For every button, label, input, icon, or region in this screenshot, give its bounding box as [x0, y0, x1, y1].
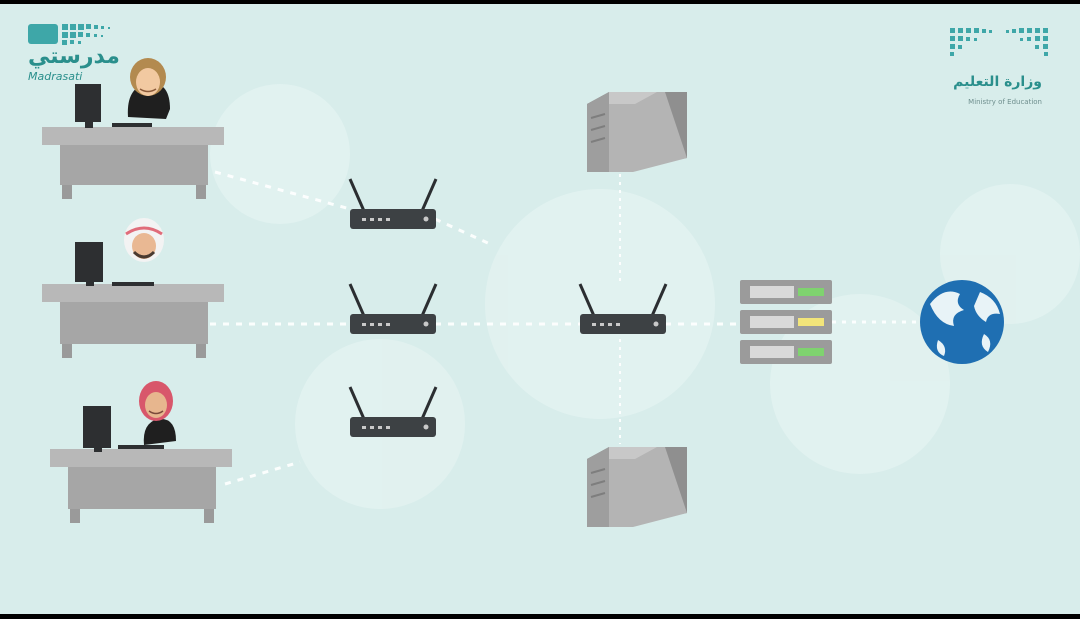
- keyboard: [112, 282, 154, 286]
- router-1: [348, 178, 438, 229]
- network-links: [210, 170, 920, 486]
- user-woman-hijab: [139, 381, 176, 445]
- router-3: [348, 386, 438, 437]
- monitor: [75, 84, 101, 122]
- server-top: [587, 92, 687, 172]
- desk-top: [42, 127, 224, 145]
- router-2: [348, 283, 438, 334]
- workstation-3: [50, 381, 232, 523]
- workstation-1: [42, 58, 224, 199]
- keyboard: [118, 445, 164, 449]
- desk-top: [42, 284, 224, 302]
- desk-body: [60, 302, 208, 344]
- background-gears: [210, 84, 1080, 509]
- ministry-english-label: Ministry of Education: [968, 98, 1042, 106]
- ministry-arabic-label: وزارة التعليم: [953, 74, 1042, 90]
- desk-body: [60, 145, 208, 185]
- monitor: [83, 406, 111, 448]
- madrasati-logo: مدرستي Madrasati: [24, 22, 144, 84]
- link-desk3-router3: [224, 460, 301, 486]
- madrasati-arabic-label: مدرستي: [28, 44, 120, 69]
- madrasati-latin-label: Madrasati: [28, 70, 83, 83]
- user-man-ghutra: [124, 218, 164, 262]
- desk-body: [68, 467, 216, 509]
- user-woman-blond: [127, 58, 170, 119]
- link-desk1-router1: [214, 170, 351, 211]
- rack-server: [740, 280, 832, 364]
- ministry-logo-mark: [950, 28, 1048, 56]
- network-diagram: [42, 58, 1080, 527]
- ministry-of-education-logo: وزارة التعليم Ministry of Education: [940, 26, 1060, 116]
- rack-unit-3: [740, 340, 832, 364]
- rack-unit-1: [740, 280, 832, 304]
- router-4: [578, 283, 668, 334]
- desk-top: [50, 449, 232, 467]
- keyboard: [112, 123, 152, 127]
- workstation-2: [42, 218, 224, 358]
- madrasati-logo-mark: [28, 24, 110, 45]
- globe-icon: [920, 280, 1004, 364]
- monitor: [75, 242, 103, 282]
- video-frame: مدرستي Madrasati وزارة التعليم Ministry …: [0, 4, 1080, 614]
- link-router1-router4: [434, 217, 491, 246]
- server-bottom: [587, 447, 687, 527]
- rack-unit-2: [740, 310, 832, 334]
